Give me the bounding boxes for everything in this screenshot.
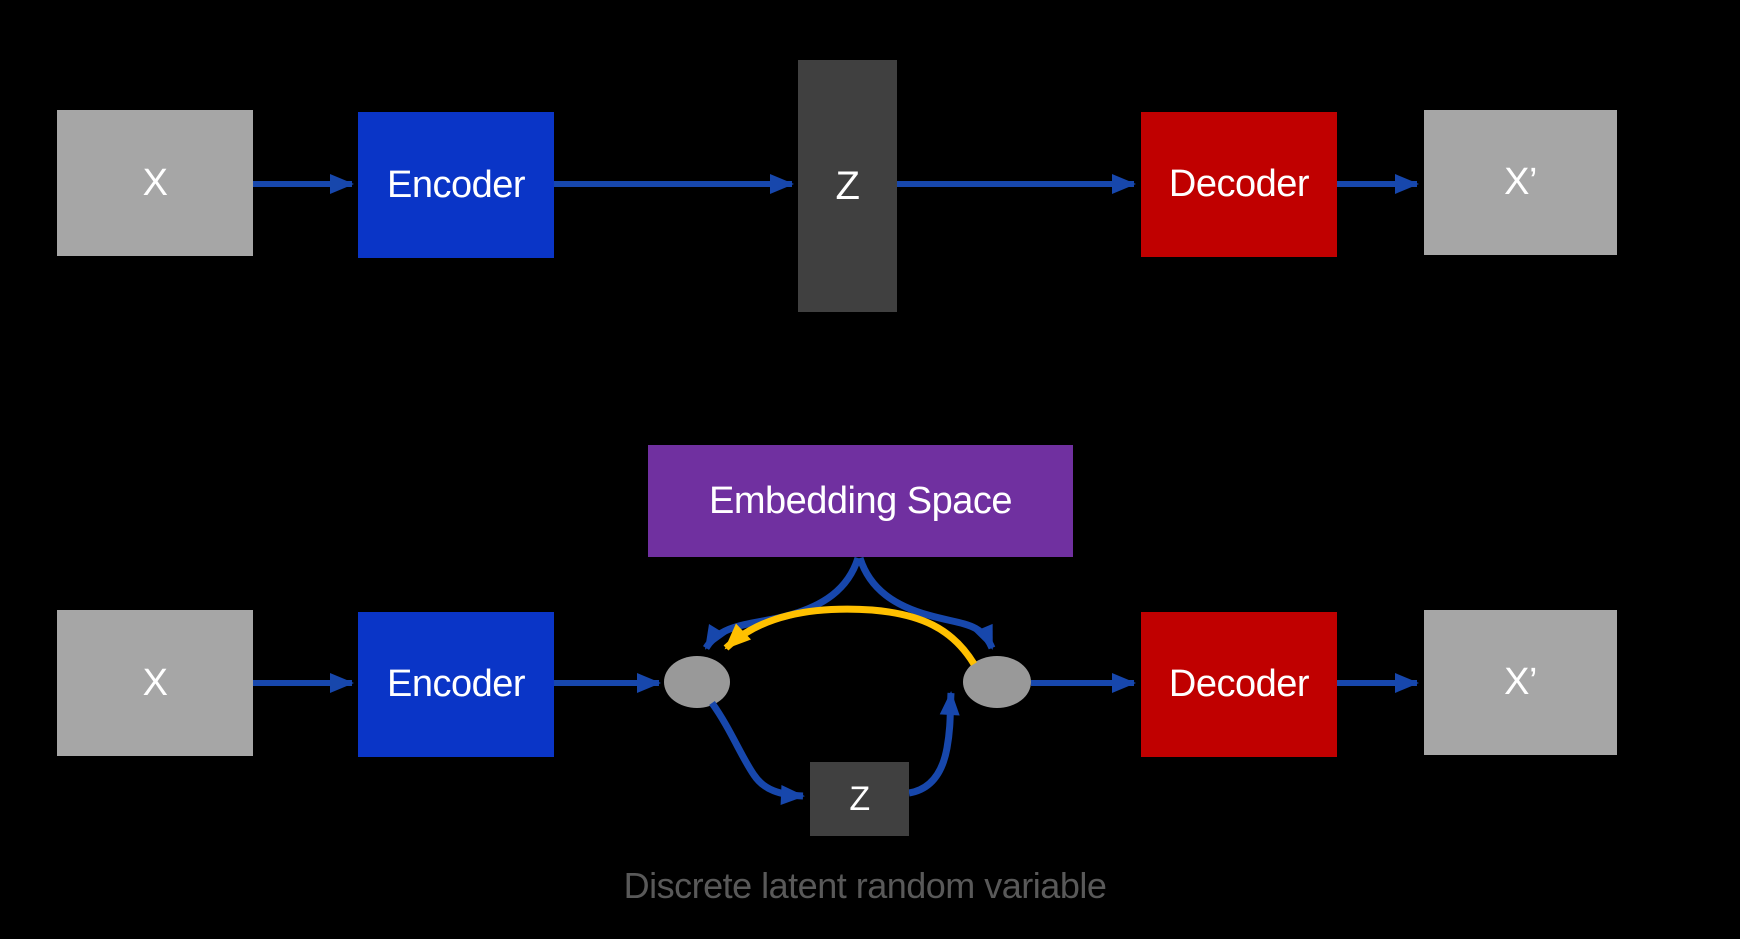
encoder-label-top: Encoder [386, 163, 526, 206]
codebook-vector-left [664, 656, 730, 708]
codebook-vector-right [963, 656, 1031, 708]
arrow-embedding-to-right-vector [856, 556, 996, 650]
decoder-box-top: Decoder [1141, 112, 1337, 257]
arrow-z-to-right-vector [908, 691, 960, 797]
output-label-bottom: X’ [1504, 661, 1537, 703]
input-box-top: X [57, 110, 253, 256]
latent-box-top: Z [798, 60, 897, 312]
input-label-top: X [142, 161, 168, 204]
embedding-space-box: Embedding Space [648, 445, 1073, 557]
encoder-box-bottom: Encoder [358, 612, 554, 757]
arrow-left-vector-to-z [709, 700, 805, 806]
decoder-label-top: Decoder [1168, 163, 1310, 205]
output-box-top: X’ [1424, 110, 1617, 255]
encoder-label-bottom: Encoder [386, 663, 526, 705]
output-label-top: X’ [1504, 161, 1537, 203]
output-box-bottom: X’ [1424, 610, 1617, 755]
input-box-bottom: X [57, 610, 253, 756]
encoder-box-top: Encoder [358, 112, 554, 258]
decoder-box-bottom: Decoder [1141, 612, 1337, 757]
discrete-latent-caption: Discrete latent random variable [623, 865, 1107, 906]
latent-box-bottom: Z [810, 762, 909, 836]
latent-label-bottom: Z [849, 779, 870, 818]
embedding-space-label: Embedding Space [708, 479, 1013, 522]
arrow-embedding-to-left-vector [703, 556, 862, 651]
input-label-bottom: X [142, 661, 168, 704]
latent-label-top: Z [835, 163, 860, 208]
decoder-label-bottom: Decoder [1168, 663, 1310, 705]
arrow-lookup-gold [723, 605, 977, 666]
